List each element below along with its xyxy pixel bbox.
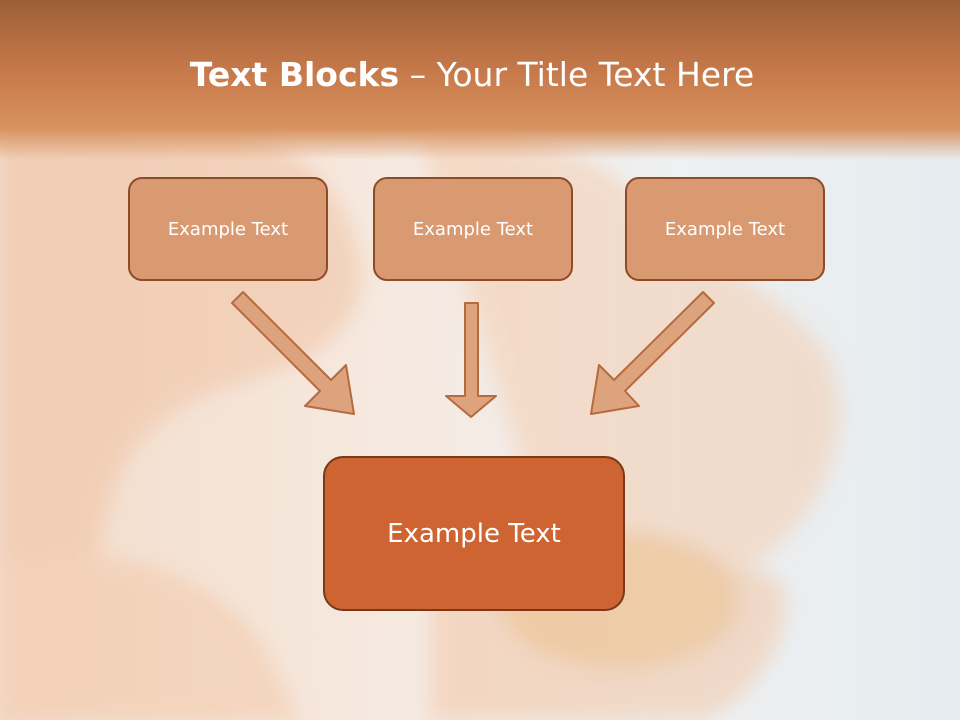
text-block-left[interactable]: Example Text xyxy=(128,177,328,281)
title-rest: – Your Title Text Here xyxy=(399,55,755,94)
title-bold: Text Blocks xyxy=(189,55,400,94)
title-band xyxy=(0,0,960,160)
text-block-center[interactable]: Example Text xyxy=(373,177,573,281)
slide-title: Text Blocks – Your Title Text Here xyxy=(0,52,944,98)
main-text-block[interactable]: Example Text xyxy=(323,456,625,611)
text-block-right[interactable]: Example Text xyxy=(625,177,825,281)
